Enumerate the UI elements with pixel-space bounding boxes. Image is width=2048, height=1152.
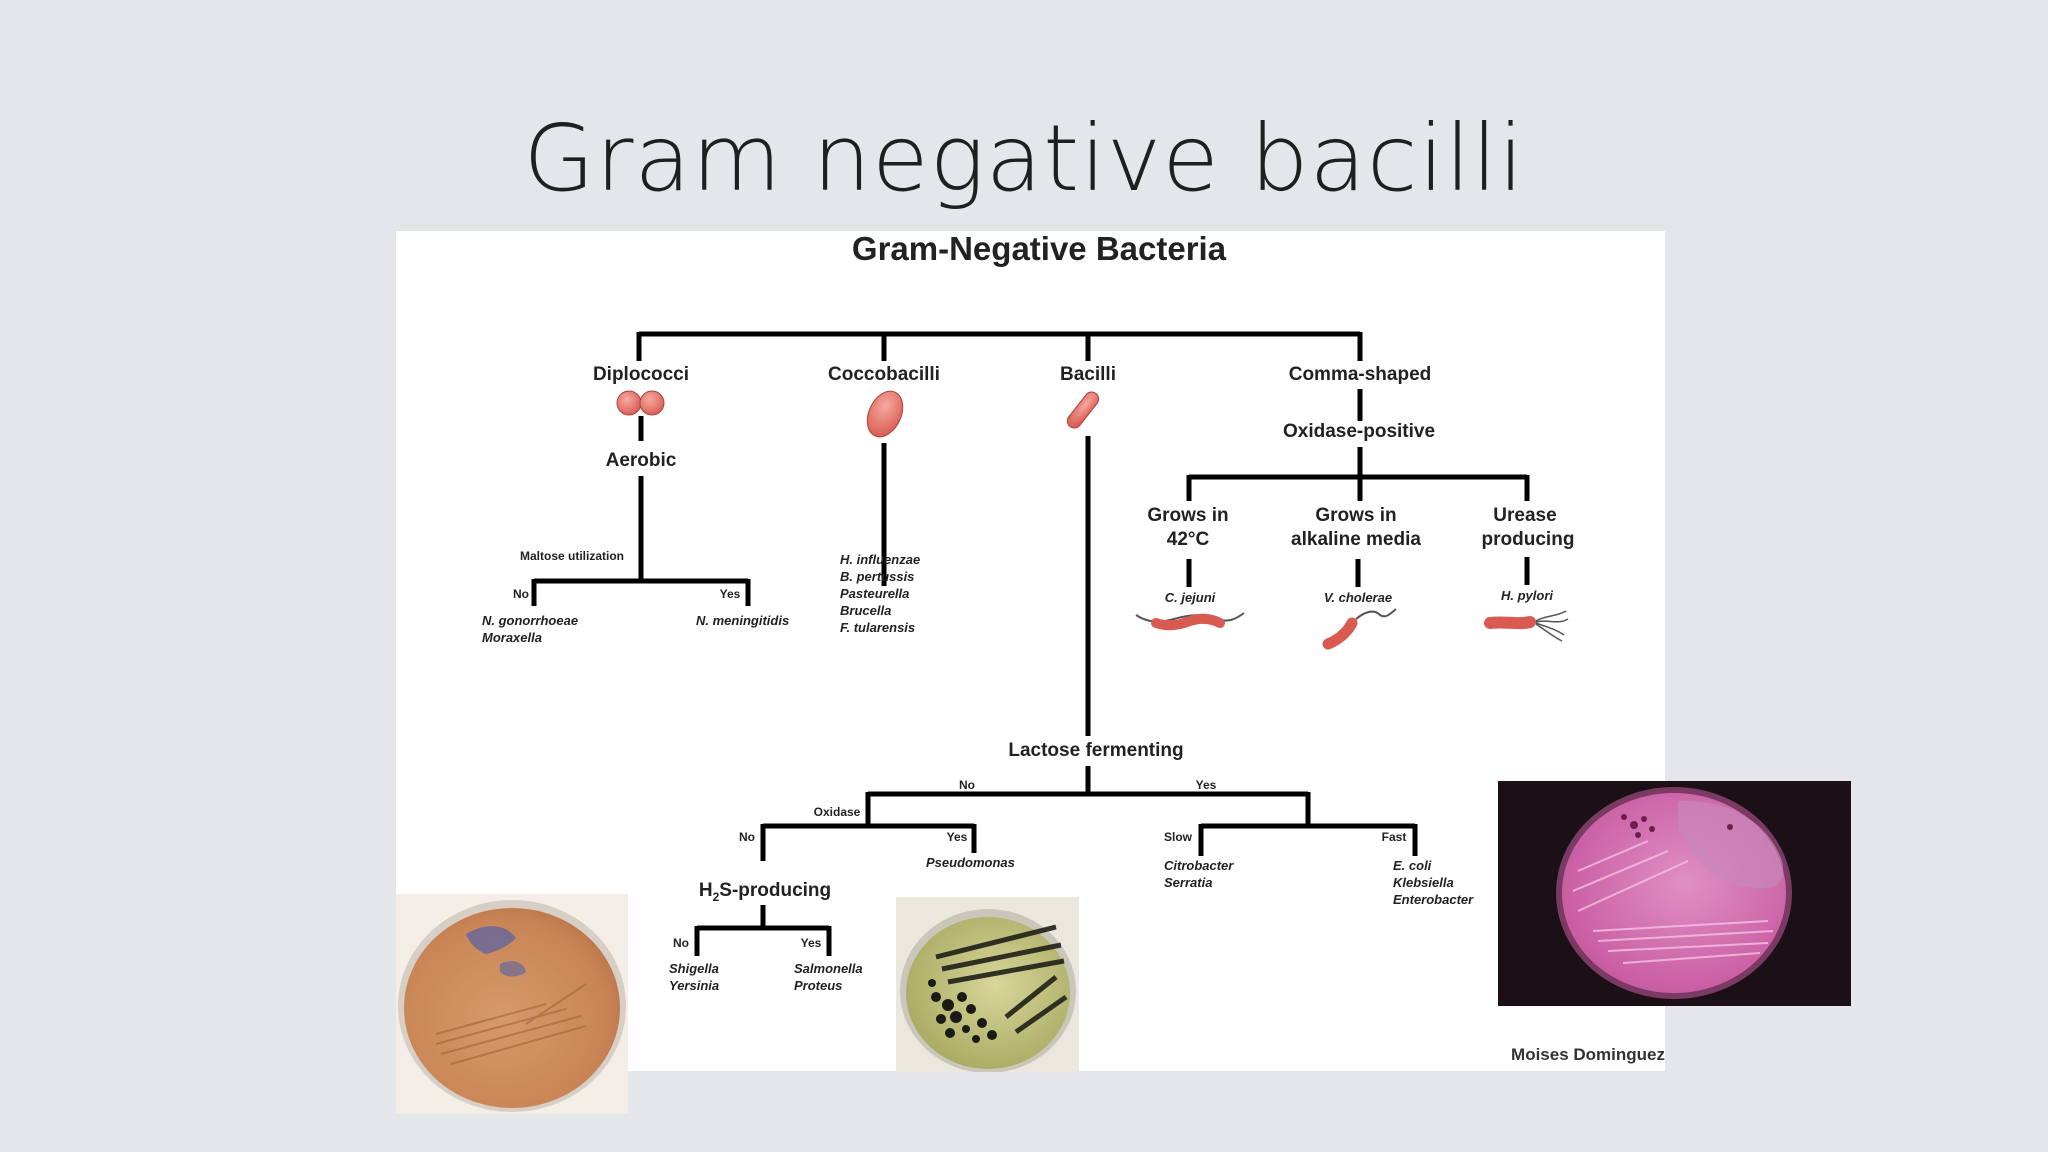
- comma-branch-3-line-1: Urease: [1493, 505, 1556, 526]
- slide-title: Gram negative bacilli: [523, 105, 1525, 212]
- lactose-no: No: [959, 778, 975, 792]
- cocco-organism-4: Brucella: [840, 603, 891, 618]
- h2s-yes-organism-1: Salmonella: [794, 961, 863, 976]
- cocco-organism-3: Pasteurella: [840, 586, 909, 601]
- agar-plate-photo-black-colonies: [896, 897, 1079, 1072]
- diplo-no-organism-2: Moraxella: [482, 630, 542, 645]
- comma-branch-2-line-1: Grows in: [1315, 505, 1396, 526]
- comma-branch-2-line-2: alkaline media: [1291, 529, 1421, 550]
- slow-label: Slow: [1164, 830, 1193, 844]
- flowchart: Gram-Negative Bacteria Diplococci Coccob…: [482, 230, 1665, 1064]
- fast-label: Fast: [1382, 830, 1407, 844]
- slow-organism-2: Serratia: [1164, 875, 1212, 890]
- comma-branch-1-line-2: 42°C: [1167, 529, 1210, 550]
- agar-plate-photo-pink: [1498, 781, 1851, 1006]
- diplo-aerobic: Aerobic: [606, 450, 677, 471]
- h2s-yes: Yes: [801, 936, 822, 950]
- v-cholerae-shape: [1322, 608, 1397, 650]
- category-bacilli: Bacilli: [1060, 364, 1116, 385]
- oxidase-positive: Oxidase-positive: [1283, 421, 1435, 442]
- h-pylori-shape: [1484, 610, 1569, 642]
- comma-organism-2: V. cholerae: [1324, 590, 1392, 605]
- bacilli-shape: [1066, 391, 1100, 429]
- agar-plate-photo-orange: [396, 894, 628, 1114]
- h2s-yes-organism-2: Proteus: [794, 978, 842, 993]
- cocco-organism-2: B. pertussis: [840, 569, 914, 584]
- fast-organism-1: E. coli: [1393, 858, 1432, 873]
- fast-organism-3: Enterobacter: [1393, 892, 1474, 907]
- category-coccobacilli: Coccobacilli: [828, 364, 940, 385]
- diplo-no: No: [513, 587, 529, 601]
- top-tree-lines: [636, 331, 1363, 361]
- comma-organism-3: H. pylori: [1501, 588, 1553, 603]
- comma-branch-3-line-2: producing: [1482, 529, 1575, 550]
- diplococci-shape: [616, 390, 665, 416]
- category-diplococci: Diplococci: [593, 364, 689, 385]
- h2s-no-organism-2: Yersinia: [669, 978, 719, 993]
- comma-branch-1-line-1: Grows in: [1147, 505, 1228, 526]
- fast-organism-2: Klebsiella: [1393, 875, 1454, 890]
- category-comma-shaped: Comma-shaped: [1289, 364, 1432, 385]
- lactose-yes: Yes: [1196, 778, 1217, 792]
- diplo-yes: Yes: [720, 587, 741, 601]
- cocco-organism-5: F. tularensis: [840, 620, 915, 635]
- pseudomonas: Pseudomonas: [926, 855, 1015, 870]
- oxidase-no: No: [739, 830, 755, 844]
- diplo-no-organism-1: N. gonorrhoeae: [482, 613, 578, 628]
- slow-organism-1: Citrobacter: [1164, 858, 1234, 873]
- chart-title: Gram-Negative Bacteria: [852, 231, 1227, 267]
- h2s-no-organism-1: Shigella: [669, 961, 719, 976]
- comma-organism-1: C. jejuni: [1165, 590, 1216, 605]
- coccobacilli-shape: [866, 390, 904, 438]
- author-credit: Moises Dominguez: [1511, 1045, 1665, 1064]
- c-jejuni-shape: [1135, 612, 1245, 631]
- h2s-producing: H2S-producing: [699, 880, 831, 904]
- oxidase-yes: Yes: [947, 830, 968, 844]
- cocco-organism-1: H. influenzae: [840, 552, 920, 567]
- oxidase-label: Oxidase: [814, 805, 861, 819]
- bacilli-lactose: Lactose fermenting: [1008, 740, 1183, 761]
- diplo-yes-organism-1: N. meningitidis: [696, 613, 789, 628]
- diplo-maltose: Maltose utilization: [520, 549, 624, 563]
- h2s-no: No: [673, 936, 689, 950]
